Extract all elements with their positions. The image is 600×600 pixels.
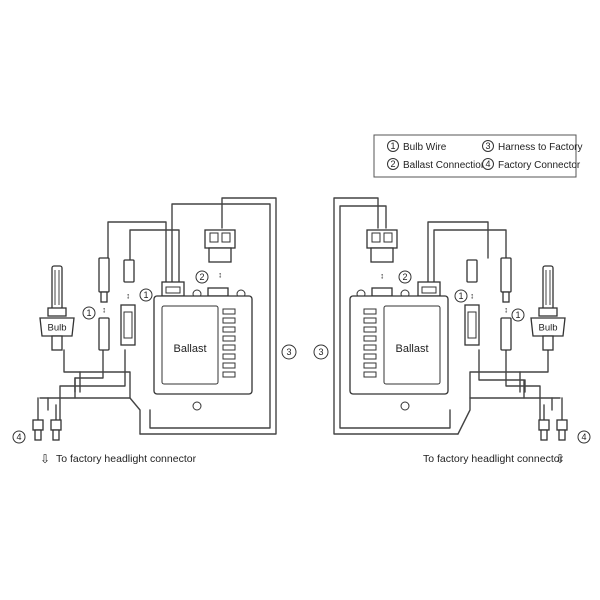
right-bulb: Bulb <box>530 265 566 351</box>
right-factory-connectors: 4 To factory headlight connector ⇩ <box>423 419 591 466</box>
right-wiring-set: ↕ 2 Ballast <box>313 197 591 466</box>
right-bulb-wire-connectors: ↕ ↕ 1 1 <box>454 257 525 351</box>
right-ballast-label: Ballast <box>395 343 428 355</box>
left-factory-connectors: 4 ⇩ To factory headlight connector <box>12 419 197 466</box>
right-bulb-label: Bulb <box>538 323 557 334</box>
left-marker-harness: 3 <box>286 347 291 357</box>
right-updown-icon-2: ↕ <box>504 306 508 315</box>
right-connector-updown-icon: ↕ <box>380 272 384 281</box>
right-marker-factory-connector: 4 <box>581 432 586 442</box>
left-updown-icon-1: ↕ <box>102 306 106 315</box>
legend-frame <box>373 134 577 178</box>
legend-label-1: Bulb Wire <box>403 142 447 153</box>
left-bulb: Bulb <box>39 265 75 351</box>
right-wires <box>333 197 563 435</box>
right-caption: To factory headlight connector <box>423 453 564 465</box>
legend-label-3: Harness to Factory <box>498 142 582 153</box>
left-bulb-label: Bulb <box>47 323 66 334</box>
left-caption: To factory headlight connector <box>56 453 197 465</box>
left-marker-factory-connector: 4 <box>16 432 21 442</box>
left-ballast-connector: ↕ 2 <box>195 229 236 284</box>
left-ballast-vents <box>222 308 236 378</box>
legend-num-1: 1 <box>390 141 395 151</box>
left-wires <box>37 197 277 435</box>
left-marker-bulb-wire-b: 1 <box>143 290 148 300</box>
legend: 1 Bulb Wire 2 Ballast Connection 3 Harne… <box>373 134 582 178</box>
legend-num-2: 2 <box>390 159 395 169</box>
left-connector-updown-icon: ↕ <box>218 271 222 280</box>
left-updown-icon-2: ↕ <box>126 292 130 301</box>
right-marker-bulb-wire-b: 1 <box>515 310 520 320</box>
legend-num-4: 4 <box>485 159 490 169</box>
down-arrow-icon: ⇩ <box>555 452 565 466</box>
left-wiring-set: Bulb ↕ ↕ 1 1 ↕ 2 <box>12 197 297 466</box>
down-arrow-icon: ⇩ <box>40 452 50 466</box>
right-ballast-vents <box>363 308 377 378</box>
right-ballast-connector: ↕ 2 <box>366 229 412 284</box>
right-updown-icon-1: ↕ <box>470 292 474 301</box>
right-marker-ballast-connection: 2 <box>402 272 407 282</box>
left-bulb-wire-connectors: ↕ ↕ 1 1 <box>82 257 153 351</box>
right-ballast: Ballast <box>349 281 449 411</box>
right-marker-harness: 3 <box>318 347 323 357</box>
legend-num-3: 3 <box>485 141 490 151</box>
left-marker-ballast-connection: 2 <box>199 272 204 282</box>
legend-label-4: Factory Connector <box>498 160 581 171</box>
left-ballast: Ballast <box>153 281 253 411</box>
right-marker-bulb-wire-a: 1 <box>458 291 463 301</box>
legend-label-2: Ballast Connection <box>403 160 486 171</box>
left-marker-bulb-wire-a: 1 <box>86 308 91 318</box>
left-ballast-label: Ballast <box>173 343 206 355</box>
